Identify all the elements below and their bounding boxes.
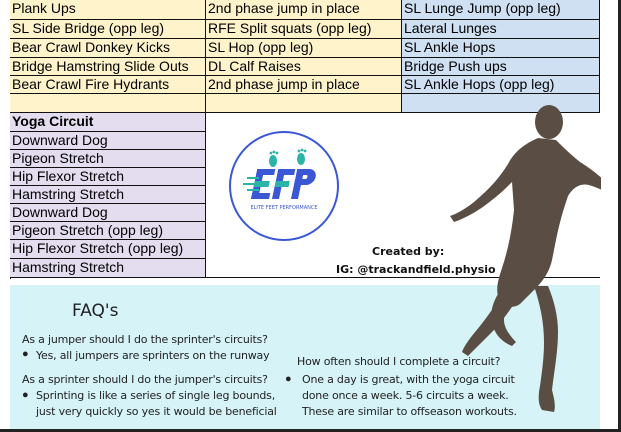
yoga-item: Hamstring Stretch: [10, 186, 206, 204]
runner-silhouette-icon: [450, 105, 608, 412]
efp-logo-icon: [243, 148, 316, 199]
table-cell: SL Ankle Hops: [402, 39, 600, 58]
yoga-item: Hamstring Stretch: [10, 259, 206, 278]
instagram-handle: IG: @trackandfield.physio: [336, 263, 496, 276]
faq-question: As a jumper should I do the sprinter's c…: [22, 333, 268, 346]
faq-answer: done once a week. 5-6 circuits a week.: [302, 389, 509, 402]
yoga-item: Pigeon Stretch (opp leg): [10, 222, 206, 240]
page-margin: [601, 0, 621, 432]
table-bottom-border: [206, 259, 600, 278]
yoga-item: Pigeon Stretch: [10, 150, 206, 168]
window-border: [618, 0, 621, 432]
bullet-icon: ●: [22, 348, 29, 360]
faq-answer: These are similar to offseason workouts.: [302, 405, 517, 418]
yoga-item: Hip Flexor Stretch: [10, 168, 206, 186]
spreadsheet: Plank Ups 2nd phase jump in place SL Lun…: [10, 0, 600, 285]
table-cell: 2nd phase jump in place: [206, 76, 402, 94]
yoga-item: Hip Flexor Stretch (opp leg): [10, 240, 206, 259]
table-cell-empty: [10, 94, 206, 113]
yoga-item: Downward Dog: [10, 132, 206, 150]
created-by-label: Created by:: [372, 245, 445, 258]
table-cell: SL Lunge Jump (opp leg): [402, 0, 600, 20]
table-cell: Plank Ups: [10, 0, 206, 20]
efp-logo: ELITE FEET PERFORMANCE: [229, 131, 339, 241]
faq-answer: Yes, all jumpers are sprinters on the ru…: [36, 349, 270, 362]
table-cell: SL Ankle Hops (opp leg): [402, 76, 600, 94]
yoga-circuit-title: Yoga Circuit: [10, 113, 206, 132]
faq-answer: Sprinting is like a series of single leg…: [36, 389, 276, 402]
bullet-icon: ●: [285, 373, 292, 385]
table-cell: Bear Crawl Donkey Kicks: [10, 39, 206, 58]
table-cell: Bear Crawl Fire Hydrants: [10, 76, 206, 94]
table-cell: Bridge Push ups: [402, 58, 600, 76]
logo-tagline: ELITE FEET PERFORMANCE: [250, 205, 318, 211]
window-border: [0, 429, 621, 432]
yoga-item: Downward Dog: [10, 204, 206, 222]
faq-question: How often should I complete a circuit?: [297, 355, 501, 368]
table-cell: SL Side Bridge (opp leg): [10, 20, 206, 39]
table-cell: 2nd phase jump in place: [206, 0, 402, 20]
faq-question: As a sprinter should I do the jumper's c…: [22, 373, 268, 386]
table-cell: Bridge Hamstring Slide Outs: [10, 58, 206, 76]
table-cell: RFE Split squats (opp leg): [206, 20, 402, 39]
faq-answer: One a day is great, with the yoga circui…: [302, 373, 515, 386]
faq-title: FAQ's: [72, 301, 119, 321]
table-cell: SL Hop (opp leg): [206, 39, 402, 58]
table-cell-empty: [206, 94, 402, 113]
table-cell: Lateral Lunges: [402, 20, 600, 39]
table-cell: DL Calf Raises: [206, 58, 402, 76]
bullet-icon: ●: [22, 389, 29, 401]
faq-answer: just very quickly so yes it would be ben…: [36, 405, 277, 418]
